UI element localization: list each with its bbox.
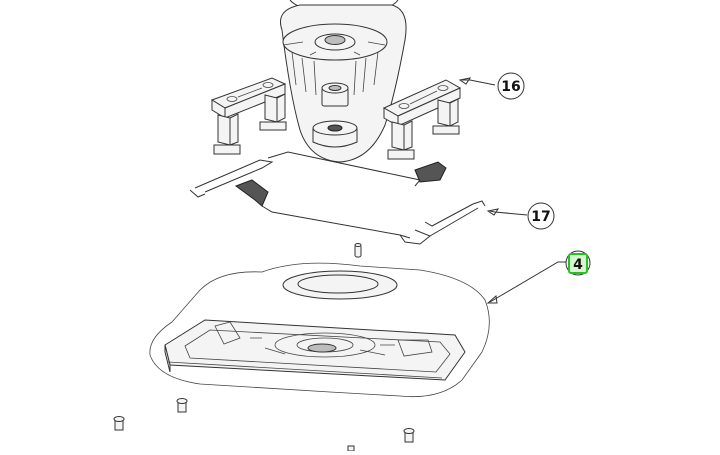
screws bbox=[113, 398, 415, 452]
callout-16[interactable]: 16 bbox=[497, 72, 525, 100]
leader-lines bbox=[458, 77, 567, 304]
callout-4[interactable]: 4 bbox=[565, 250, 591, 276]
left-bracket bbox=[210, 77, 287, 155]
right-bracket bbox=[382, 79, 462, 160]
base-plate-assembly bbox=[149, 262, 490, 397]
pin bbox=[354, 243, 362, 258]
callout-highlight-box bbox=[568, 253, 588, 274]
callout-label: 16 bbox=[501, 79, 520, 95]
callout-17[interactable]: 17 bbox=[527, 202, 555, 230]
callout-label: 4 bbox=[573, 257, 583, 273]
wire-linkage bbox=[189, 151, 486, 245]
callout-label: 17 bbox=[531, 209, 550, 225]
fan-assembly bbox=[280, 0, 407, 163]
